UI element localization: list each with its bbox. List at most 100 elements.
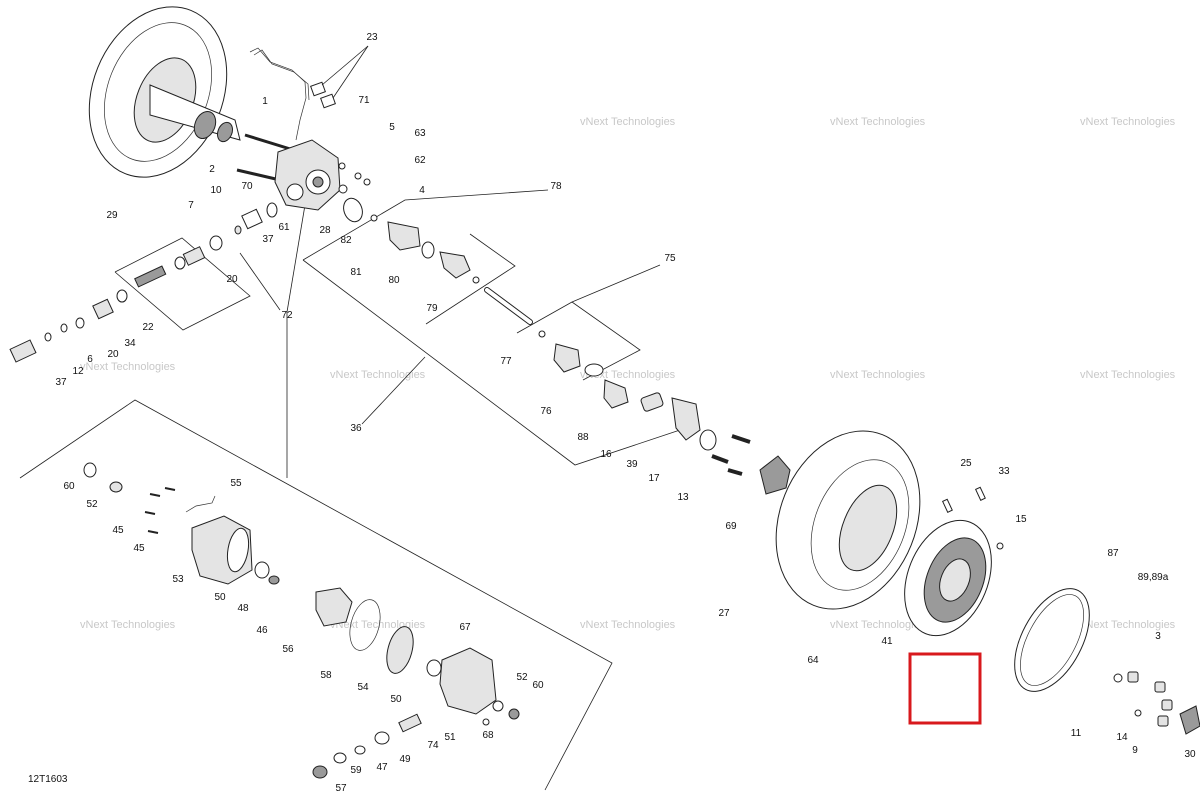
callout-23: 23 <box>366 32 378 43</box>
callout-30: 30 <box>1184 749 1196 760</box>
seal <box>343 197 363 223</box>
long-bolt <box>236 168 281 182</box>
front-left-wheel-assembly <box>88 6 241 178</box>
cv-group-frame-lower <box>302 259 681 466</box>
callout-77: 77 <box>500 356 512 367</box>
watermark: vNext Technologies <box>1080 369 1176 381</box>
callout-7: 7 <box>188 200 194 211</box>
driveline-components <box>343 197 791 495</box>
callout-60b: 60 <box>532 680 544 691</box>
callout-52: 52 <box>86 499 98 510</box>
highlight-box <box>908 652 982 725</box>
callout-89: 89,89a <box>1138 572 1169 583</box>
callout-5: 5 <box>389 122 395 133</box>
cv-group-frame-upper <box>302 189 549 261</box>
differential-internals <box>83 462 520 779</box>
knuckle <box>671 397 701 441</box>
callout-13: 13 <box>677 492 689 503</box>
valve-cap <box>1179 705 1200 735</box>
callout-15: 15 <box>1015 514 1027 525</box>
callout-67: 67 <box>459 622 471 633</box>
callout-3: 3 <box>1155 631 1161 642</box>
callout-72: 72 <box>281 310 293 321</box>
clamp <box>310 81 326 97</box>
callout-29: 29 <box>106 210 118 221</box>
callout-11: 11 <box>1071 728 1082 739</box>
callout-46: 46 <box>256 625 268 636</box>
callout-27: 27 <box>718 608 730 619</box>
callout-45: 45 <box>112 525 124 536</box>
callout-37b: 37 <box>55 377 67 388</box>
watermark: vNext Technologies <box>830 369 926 381</box>
callout-57: 57 <box>335 783 347 794</box>
callout-10: 10 <box>210 185 222 196</box>
clamp <box>320 93 336 109</box>
watermark: vNext Technologies <box>330 369 426 381</box>
callout-58: 58 <box>320 670 332 681</box>
callout-6: 6 <box>87 354 93 365</box>
callout-68: 68 <box>482 730 494 741</box>
differential-group-frame <box>19 399 613 791</box>
callout-4: 4 <box>419 185 425 196</box>
beadlock-ring <box>1014 588 1200 735</box>
callout-59: 59 <box>350 765 362 776</box>
callout-12: 12 <box>72 366 84 377</box>
cv-joint <box>387 221 421 251</box>
callout-25: 25 <box>960 458 972 469</box>
callout-37: 37 <box>262 234 274 245</box>
callout-45b: 45 <box>133 543 145 554</box>
watermark: vNext Technologies <box>830 116 926 128</box>
callout-2: 2 <box>209 164 215 175</box>
callout-55: 55 <box>230 478 242 489</box>
watermark: vNext Technologies <box>830 619 926 631</box>
callout-41: 41 <box>881 636 893 647</box>
group-frames <box>19 189 681 791</box>
callout-20: 20 <box>226 274 238 285</box>
callout-47: 47 <box>376 762 388 773</box>
callout-62: 62 <box>414 155 426 166</box>
watermark: vNext Technologies <box>80 619 176 631</box>
callout-71: 71 <box>358 95 370 106</box>
watermark: vNext Technologies <box>1080 619 1176 631</box>
diagram-code: 12T1603 <box>28 774 68 785</box>
callout-20b: 20 <box>107 349 119 360</box>
callout-14: 14 <box>1116 732 1128 743</box>
callout-78: 78 <box>550 181 562 192</box>
callout-82: 82 <box>340 235 352 246</box>
callout-56: 56 <box>282 644 294 655</box>
callout-69: 69 <box>725 521 737 532</box>
callout-33: 33 <box>998 466 1010 477</box>
front-differential-housing <box>274 139 341 211</box>
callout-64: 64 <box>807 655 819 666</box>
callout-74: 74 <box>427 740 439 751</box>
callout-60: 60 <box>63 481 75 492</box>
callout-53: 53 <box>172 574 184 585</box>
watermark: vNext Technologies <box>580 369 676 381</box>
watermarks: vNext Technologies vNext Technologies vN… <box>80 116 1176 631</box>
callout-52b: 52 <box>516 672 528 683</box>
cv-boot <box>439 251 471 279</box>
callout-28: 28 <box>319 225 331 236</box>
watermark: vNext Technologies <box>1080 116 1176 128</box>
watermark: vNext Technologies <box>580 619 676 631</box>
drive-shaft <box>149 84 241 141</box>
watermark: vNext Technologies <box>580 116 676 128</box>
callout-79: 79 <box>426 303 438 314</box>
ring-gear <box>386 626 414 674</box>
callout-49: 49 <box>399 754 411 765</box>
callout-16: 16 <box>600 449 612 460</box>
callout-80: 80 <box>388 275 400 286</box>
callout-34: 34 <box>124 338 136 349</box>
callout-50: 50 <box>214 592 226 603</box>
callout-51: 51 <box>444 732 456 743</box>
callout-75: 75 <box>664 253 676 264</box>
watermark: vNext Technologies <box>80 361 176 373</box>
callout-70: 70 <box>241 181 253 192</box>
hub <box>759 455 791 495</box>
callout-9: 9 <box>1132 745 1138 756</box>
callout-17: 17 <box>648 473 660 484</box>
callout-39: 39 <box>626 459 638 470</box>
differential-housing <box>439 647 497 715</box>
